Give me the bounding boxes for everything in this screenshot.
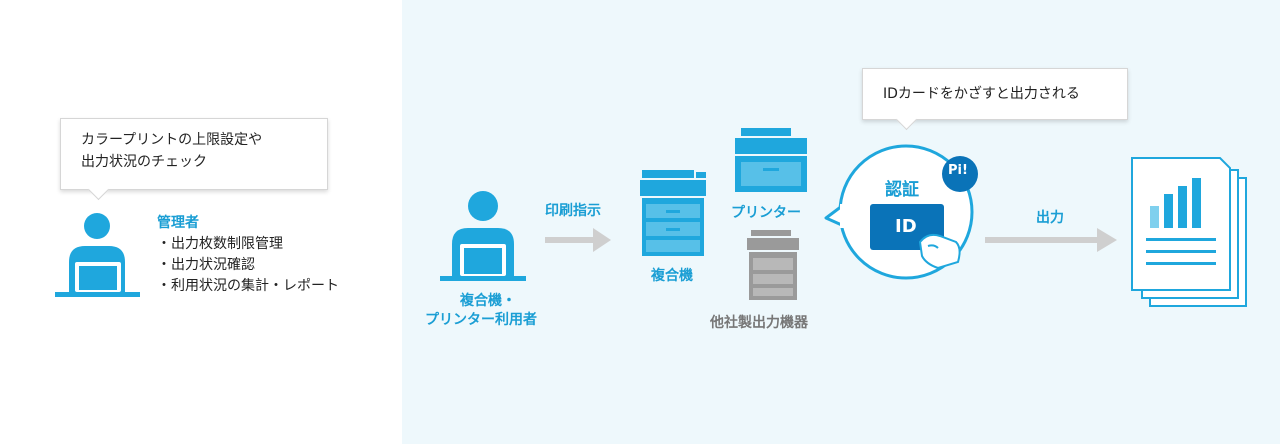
pi-badge-icon [942, 156, 978, 192]
id-card-icon [870, 204, 961, 270]
arrow-right-icon [545, 228, 611, 252]
user-label-line2: プリンター利用者 [425, 312, 537, 328]
arrow-right-icon [985, 228, 1117, 252]
printer-icon [735, 128, 807, 192]
output-label: 出力 [1036, 210, 1064, 226]
admin-feature-item: ・出力状況確認 [157, 257, 255, 273]
multifunction-printer-icon [640, 170, 706, 256]
admin-bubble-tail [87, 178, 110, 201]
document-stack-icon [1131, 157, 1247, 307]
admin-speech-bubble: カラープリントの上限設定や 出力状況のチェック [60, 118, 328, 201]
pi-badge-text: Pi! [948, 163, 968, 178]
admin-bubble-line2: 出力状況のチェック [81, 154, 207, 170]
auth-label: 認証 [885, 180, 919, 200]
user-person-icon [440, 191, 526, 281]
print-instruction-label: 印刷指示 [545, 203, 601, 219]
printer-label: プリンター [731, 205, 801, 221]
id-card-text: ID [895, 216, 917, 237]
other-devices-label: 他社製出力機器 [710, 315, 808, 331]
admin-feature-item: ・利用状況の集計・レポート [157, 278, 339, 294]
admin-bubble-line1: カラープリントの上限設定や [81, 132, 263, 148]
admin-title: 管理者 [157, 215, 199, 231]
user-label-line1: 複合機・ [460, 293, 516, 309]
admin-feature-list: ・出力枚数制限管理 ・出力状況確認 ・利用状況の集計・レポート [157, 234, 339, 297]
other-device-icon [747, 230, 799, 300]
id-bubble-text: IDカードをかざすと出力される [883, 86, 1080, 102]
id-speech-bubble: IDカードをかざすと出力される [862, 68, 1128, 131]
mfp-label: 複合機 [651, 268, 693, 284]
admin-feature-item: ・出力枚数制限管理 [157, 236, 283, 252]
admin-person-icon [55, 213, 140, 297]
